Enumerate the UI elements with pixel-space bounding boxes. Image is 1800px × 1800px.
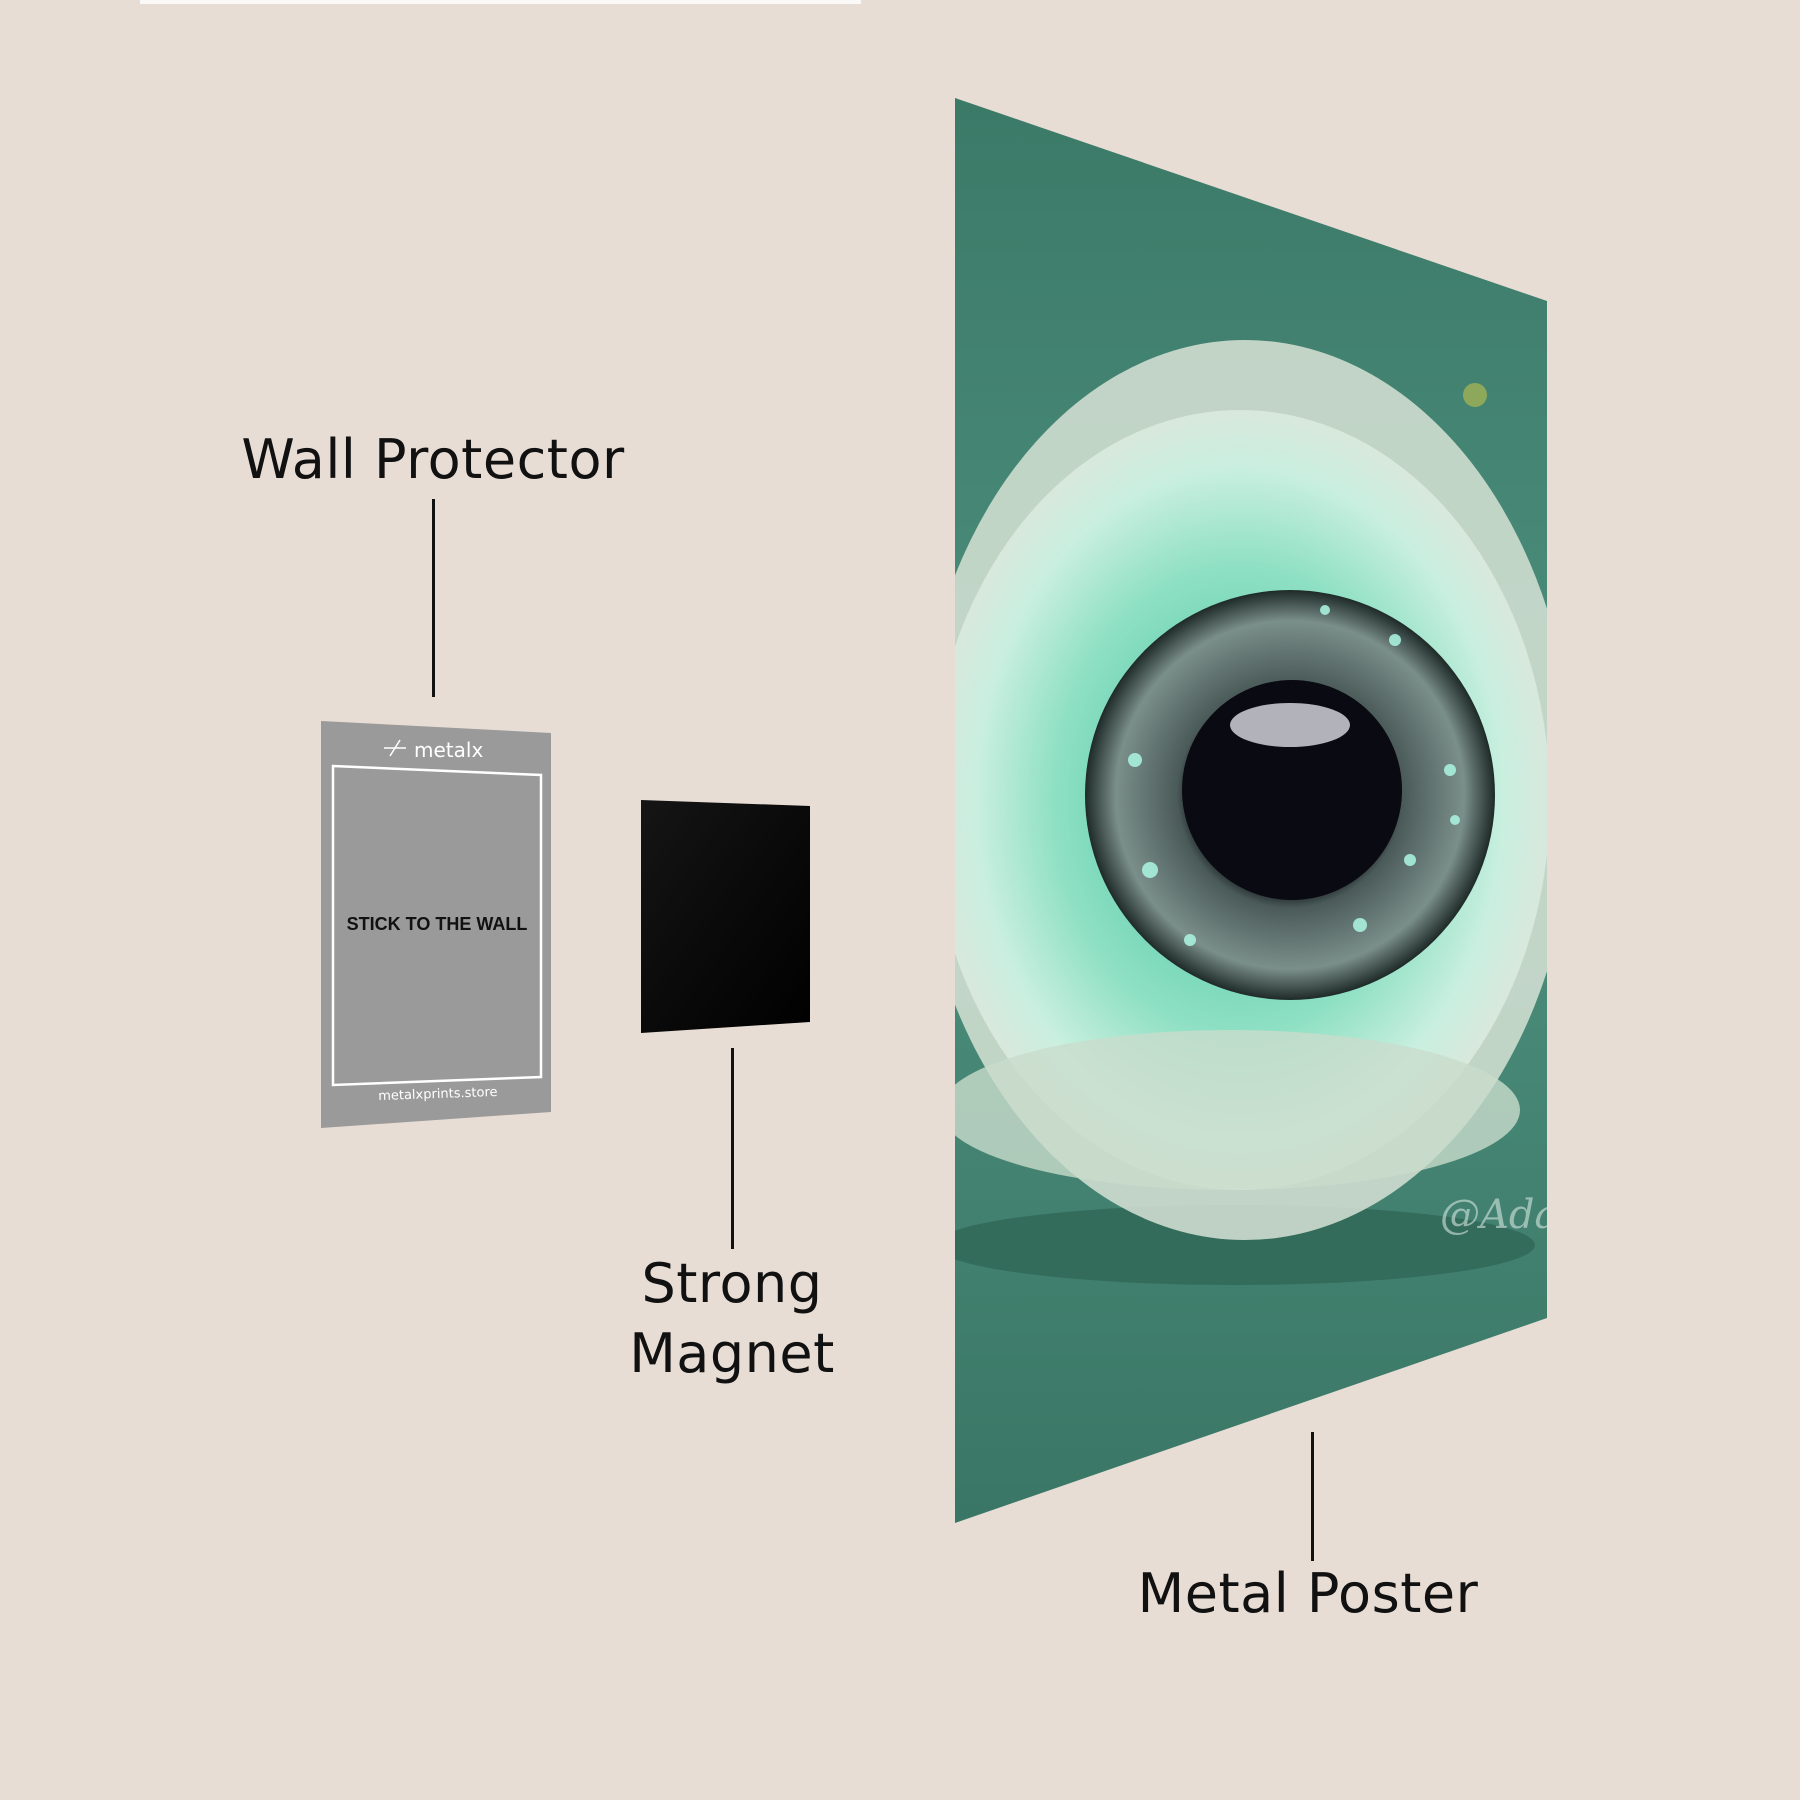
metal-poster: @Adaa (955, 98, 1582, 1523)
metal-poster-label: Metal Poster (1137, 1562, 1479, 1625)
protector-instruction: STICK TO THE WALL (347, 914, 528, 934)
metalx-logo: metalx (384, 738, 483, 762)
artist-signature: @Adaa (1440, 1192, 1582, 1238)
strong-magnet (641, 800, 810, 1033)
strong-magnet-label-line2: Magnet (629, 1322, 835, 1385)
wall-protector-leader-line (432, 499, 435, 697)
wall-protector-label: Wall Protector (241, 428, 625, 491)
wall-protector: metalx STICK TO THE WALL metalxprints.st… (321, 721, 551, 1128)
strong-magnet-leader-line (731, 1048, 734, 1249)
protector-brand: metalx (414, 738, 483, 762)
top-edge-bar (140, 0, 861, 4)
protector-website: metalxprints.store (378, 1085, 498, 1104)
strong-magnet-label-line1: Strong (641, 1252, 823, 1315)
metal-poster-leader-line (1311, 1432, 1314, 1561)
